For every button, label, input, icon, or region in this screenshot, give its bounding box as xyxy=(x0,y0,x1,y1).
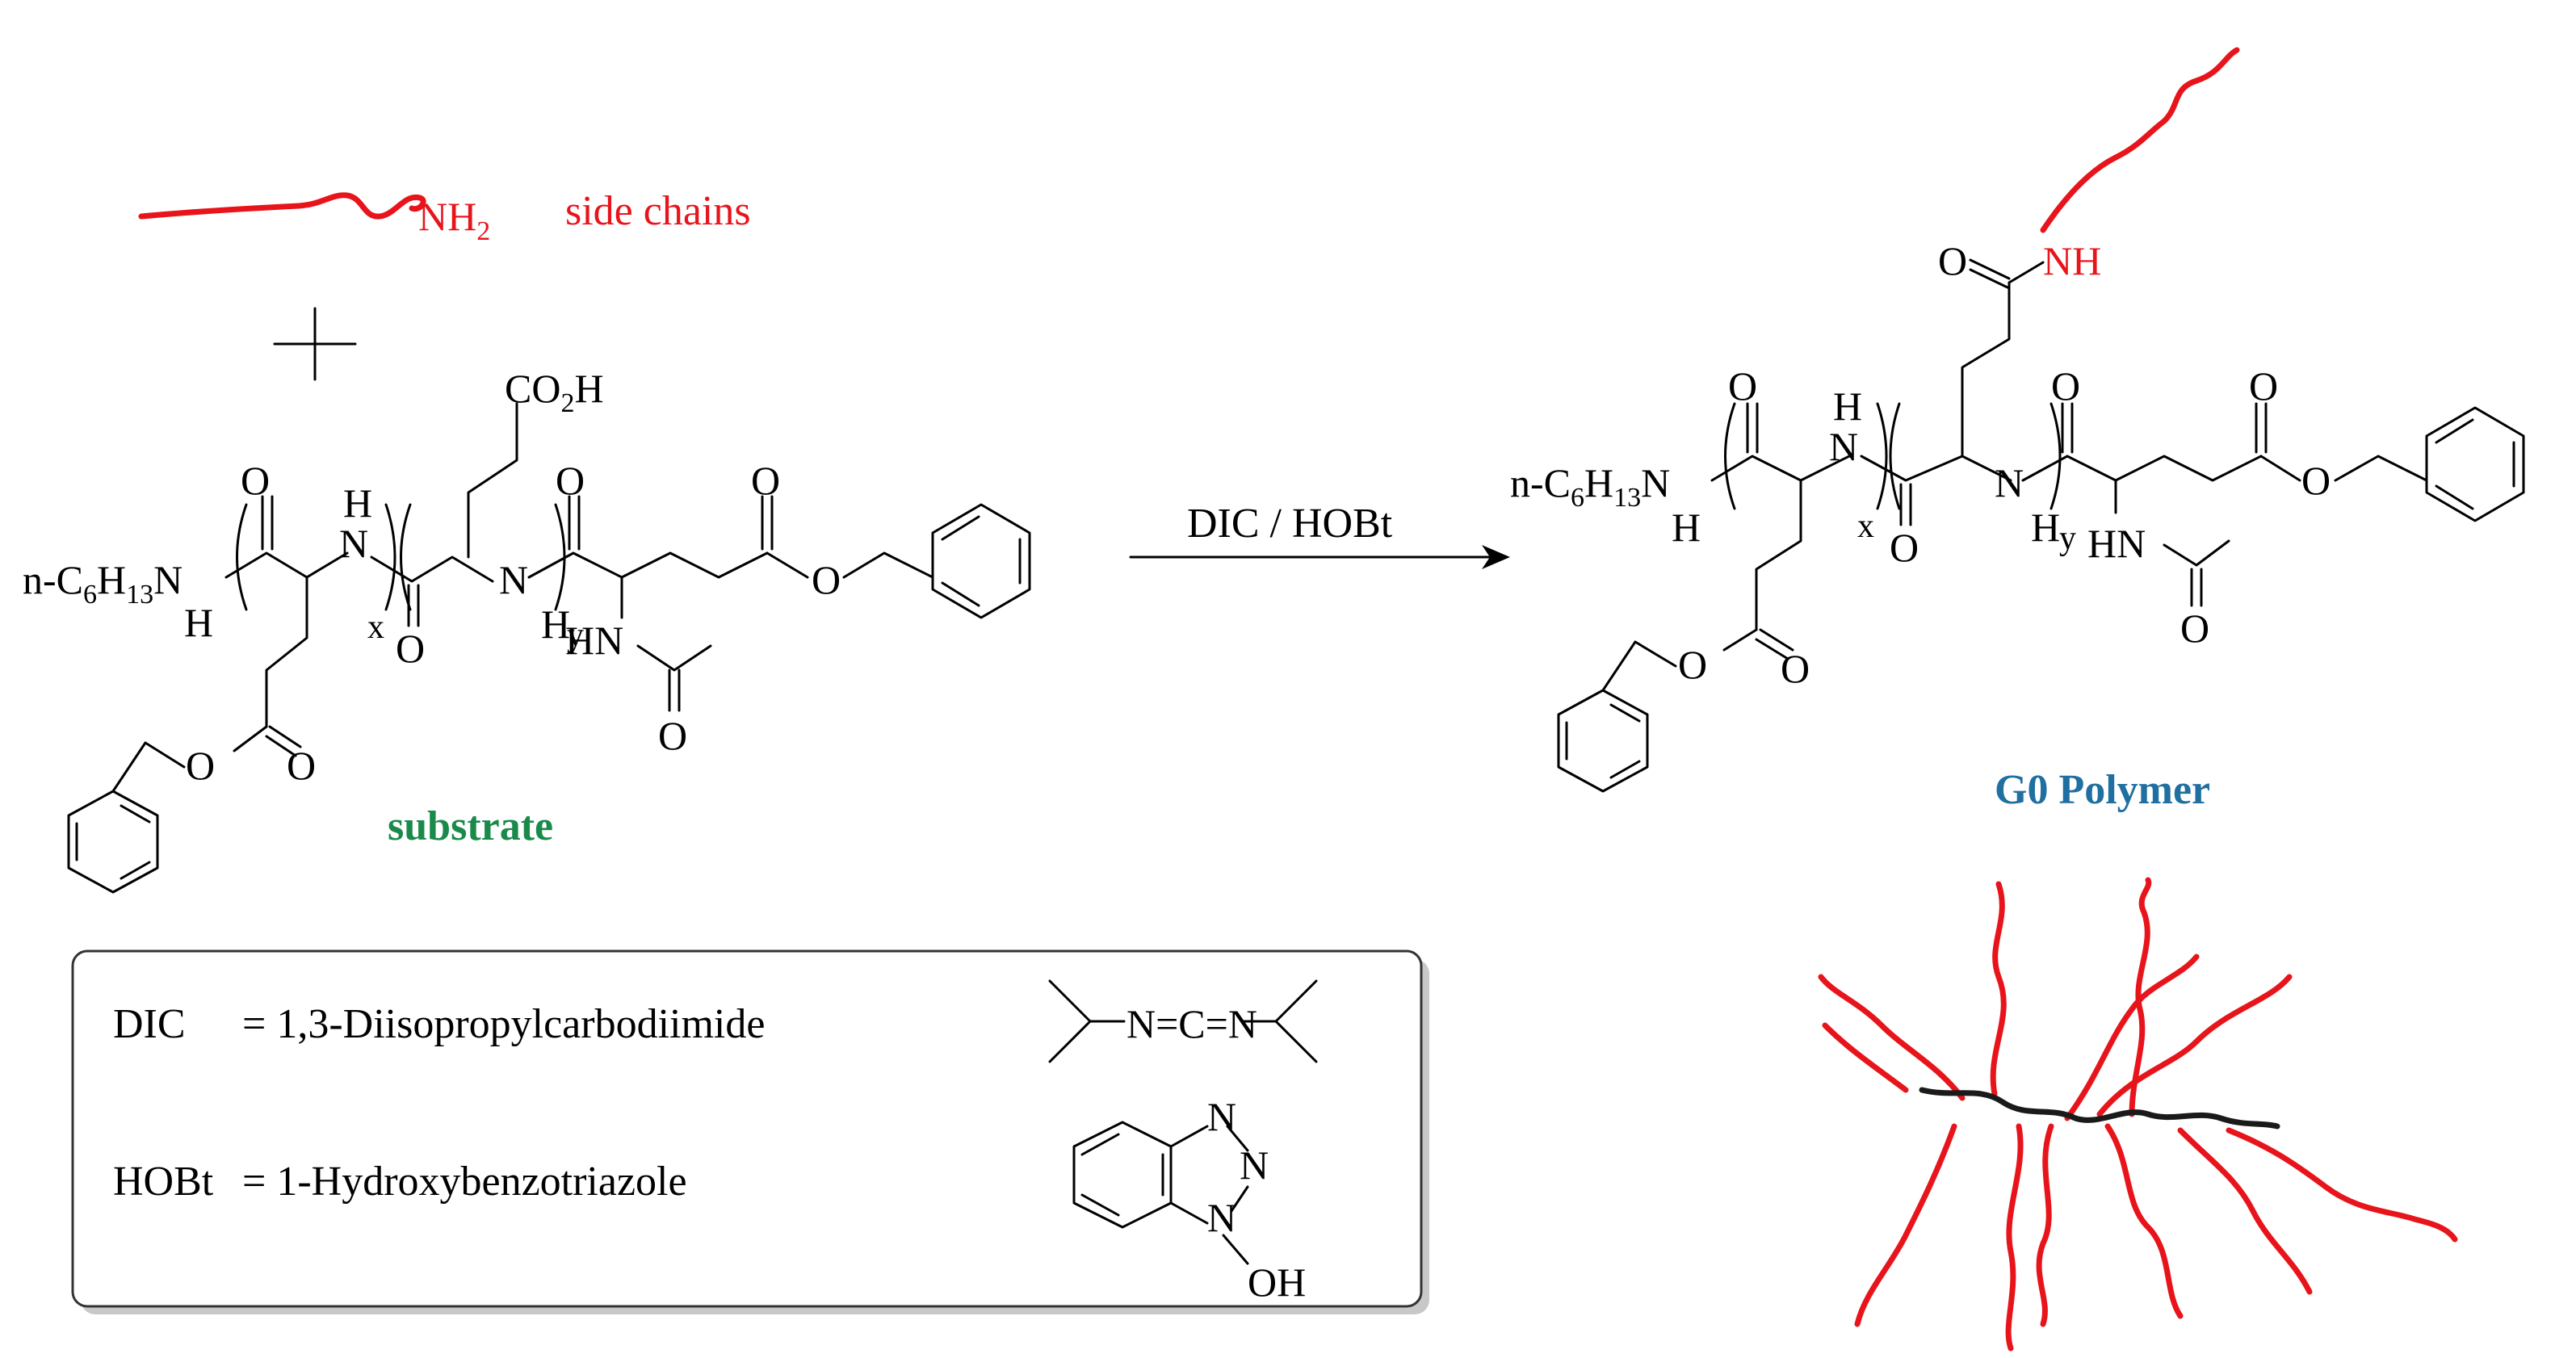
repeat-x: x xyxy=(367,609,384,646)
reaction-arrow: DIC / HOBt xyxy=(1129,501,1510,569)
product-amide-h-3: H xyxy=(2031,505,2060,550)
product-label: G0 Polymer xyxy=(1995,767,2210,813)
nhexyl-group: n-C6H13N xyxy=(23,557,183,610)
product-benzene-ring-2 xyxy=(2425,406,2525,522)
product-o-2: O xyxy=(1890,525,1919,570)
carbonyl-o-1: O xyxy=(241,458,270,503)
product-repeat-y: y xyxy=(2059,520,2076,557)
ester-o-1: O xyxy=(186,743,215,788)
repeat-y: y xyxy=(567,617,584,654)
carbonyl-o-3: O xyxy=(556,458,585,503)
benzene-ring-1 xyxy=(67,790,159,894)
product-o-top: O xyxy=(1938,238,1967,283)
amine-nh: NH xyxy=(418,194,476,239)
ester-o-2: O xyxy=(812,557,841,602)
product-ester-o-carbonyl-2: O xyxy=(2249,363,2278,409)
side-chain-squiggle xyxy=(138,192,426,220)
reagents-label: DIC / HOBt xyxy=(1187,501,1393,547)
dic-name: = 1,3-Diisopropylcarbodiimide xyxy=(242,1001,765,1047)
product-amide-n-3: N xyxy=(1995,460,2024,505)
product-amide-nh: NH xyxy=(2043,238,2101,283)
amide-n-3: N xyxy=(499,557,528,602)
product-acetamide-hn: HN xyxy=(2087,521,2146,566)
amine-subscript: 2 xyxy=(476,216,490,246)
acetamide-o: O xyxy=(658,713,687,758)
benzene-ring-2 xyxy=(931,503,1031,619)
amide-h-2: H xyxy=(343,480,372,526)
product-ester-o-2: O xyxy=(2301,458,2331,503)
acetamide-hn: HN xyxy=(565,618,623,663)
ester-o-carbonyl-1: O xyxy=(287,743,316,788)
substrate-label: substrate xyxy=(388,803,553,849)
side-chains-label: side chains xyxy=(565,188,751,234)
hobt-name: = 1-Hydroxybenzotriazole xyxy=(242,1159,687,1205)
product-structure: NH O n-C6H13N H O O O H N x O xyxy=(1510,47,2525,813)
brush-backbone xyxy=(1919,1087,2280,1130)
product-nhexyl: n-C6H13N xyxy=(1510,460,1670,513)
side-chain-amine: NH2 xyxy=(418,194,490,246)
hobt-oh: OH xyxy=(1248,1260,1306,1305)
product-o-1: O xyxy=(1728,363,1757,409)
product-acetamide-o: O xyxy=(2180,606,2209,651)
product-benzene-ring-1 xyxy=(1557,689,1649,793)
hobt-n-2: N xyxy=(1240,1142,1269,1188)
hobt-abbr: HOBt xyxy=(113,1159,214,1205)
product-amide-n-2: N xyxy=(1829,424,1858,469)
amide-n-2: N xyxy=(339,521,368,566)
abbreviations-legend: DIC = 1,3-Diisopropylcarbodiimide N=C=N … xyxy=(71,949,1429,1314)
product-amide-h-1: H xyxy=(1672,505,1701,550)
ester-o-carbonyl-2: O xyxy=(751,458,780,503)
side-chain-reagent: NH2 side chains xyxy=(138,188,751,246)
dic-abbr: DIC xyxy=(113,1001,186,1047)
substrate-structure: n-C6H13N H O O O H N x O xyxy=(23,366,1031,894)
product-ester-o-1: O xyxy=(1678,642,1707,687)
dic-structure-text: N=C=N xyxy=(1126,1001,1257,1046)
dic-structure: N=C=N xyxy=(1048,979,1318,1063)
product-repeat-x: x xyxy=(1857,508,1874,545)
product-ester-o-carbonyl-1: O xyxy=(1781,646,1810,691)
product-o-3: O xyxy=(2051,363,2080,409)
amide-h-1: H xyxy=(184,600,213,645)
hobt-structure: N N N OH xyxy=(1072,1094,1306,1305)
product-amide-h-2: H xyxy=(1833,384,1862,429)
brush-polymer-cartoon xyxy=(1818,877,2458,1352)
carbonyl-o-2: O xyxy=(396,626,425,671)
hobt-n-3: N xyxy=(1207,1195,1236,1240)
plus-sign xyxy=(273,307,357,381)
product-side-chain xyxy=(2040,47,2240,233)
co2h-group: CO2H xyxy=(505,366,604,418)
